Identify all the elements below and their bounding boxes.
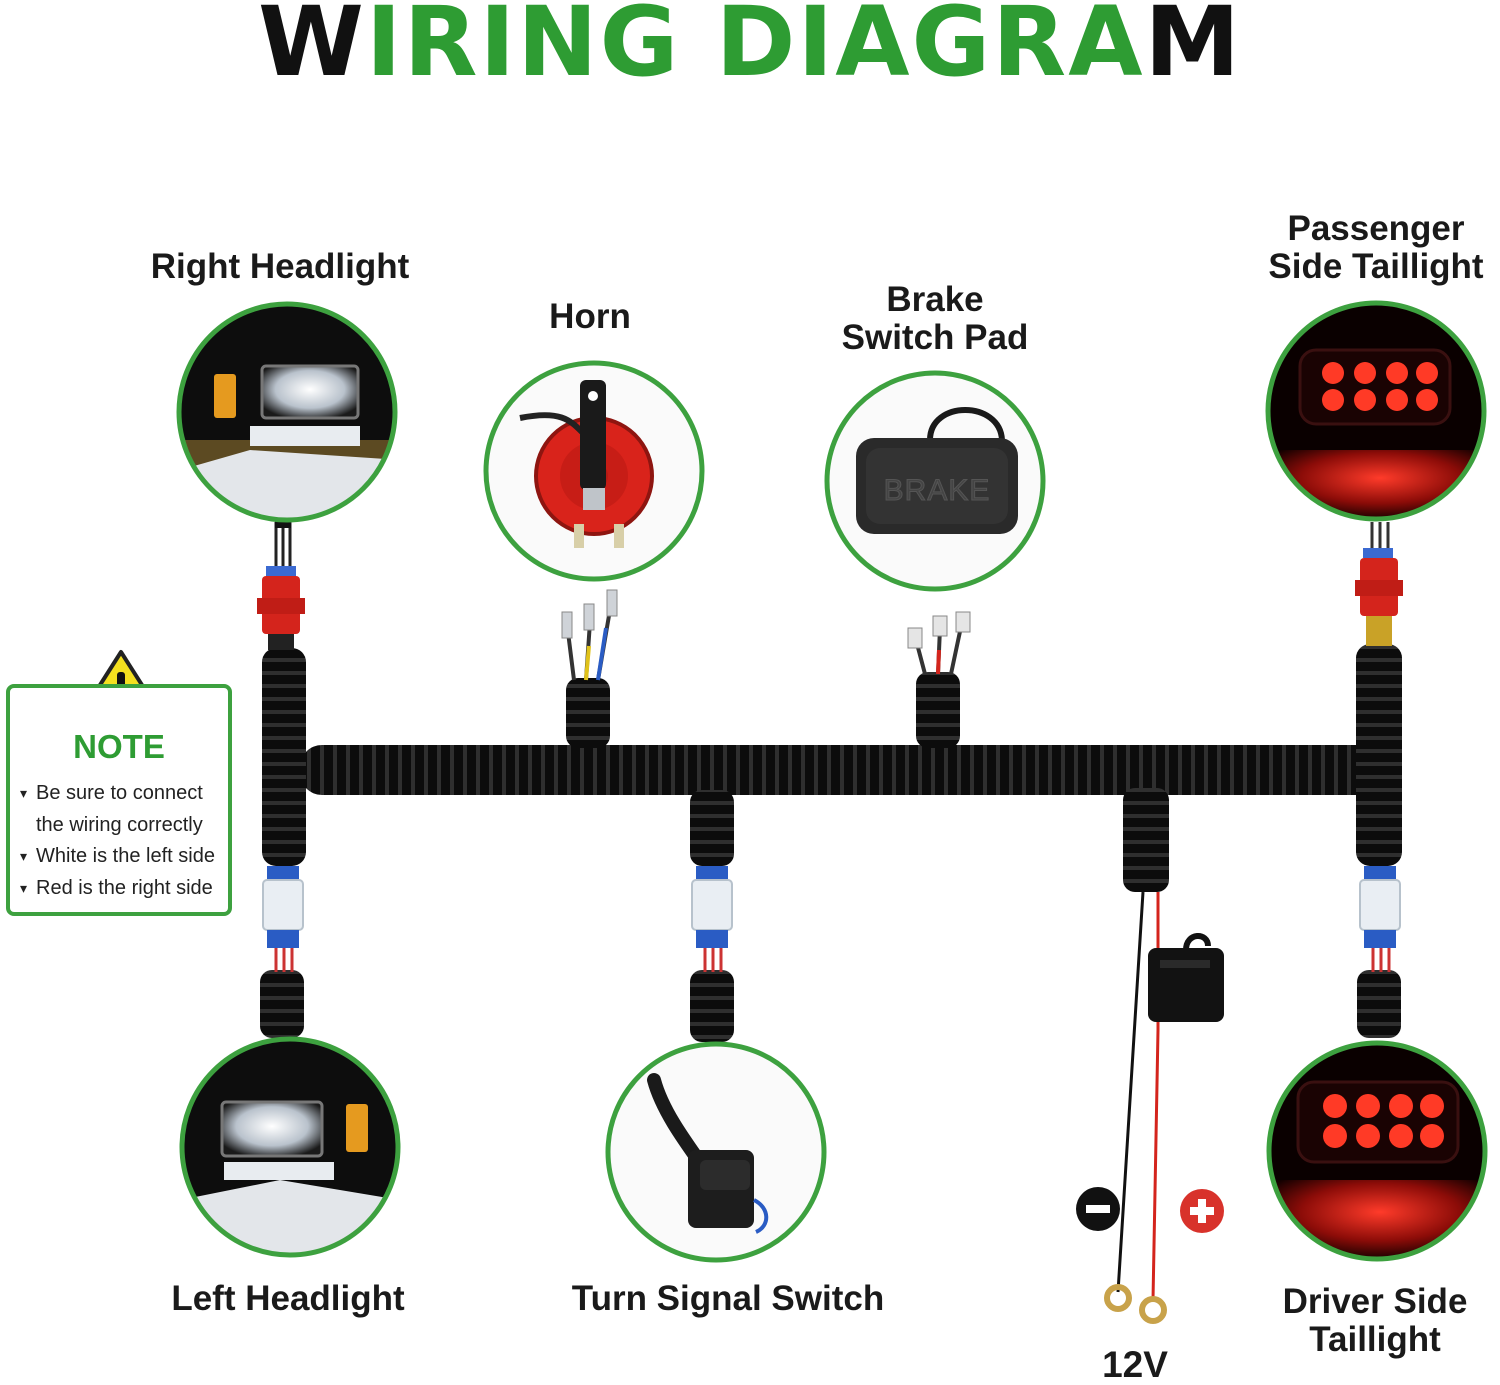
note-title: NOTE (73, 728, 165, 765)
red-connector-right-headlight (257, 518, 305, 650)
label-passenger-side-taillight: Passenger Side Taillight (1250, 210, 1500, 286)
note-item: Be sure to connect (20, 778, 215, 810)
label-driver-side-taillight: Driver Side Taillight (1244, 1283, 1500, 1359)
plus-terminal-icon (1180, 1189, 1224, 1233)
driver-taillight-image (1266, 1040, 1488, 1262)
brake-pad-text: BRAKE (884, 474, 991, 507)
harness-branch-horn (566, 678, 610, 748)
white-connector-left-headlight (262, 866, 304, 972)
label-passenger-line-2: Side Taillight (1268, 247, 1484, 286)
harness-branch-turn-signal-upper (690, 790, 734, 866)
label-brake-switch-pad: Brake Switch Pad (800, 281, 1070, 357)
harness-branch-left-headlight (260, 970, 304, 1038)
label-driver-line-1: Driver Side (1282, 1282, 1468, 1321)
page-title: WIRING DIAGRAM (0, 0, 1500, 90)
white-connector-turn-signal (691, 866, 733, 972)
label-12v: 12V (1102, 1344, 1168, 1385)
title-part-w: W (257, 0, 366, 98)
note-item: Red is the right side (20, 873, 215, 905)
right-headlight-image (176, 301, 398, 523)
harness-branch-brake (916, 672, 960, 748)
label-left-headlight: Left Headlight (171, 1279, 405, 1318)
brake-spade-terminals (907, 611, 971, 675)
harness-branch-driver-taillight (1357, 970, 1401, 1038)
passenger-taillight-image (1265, 300, 1487, 522)
left-headlight-image (179, 1036, 401, 1258)
note-item: the wiring correctly (36, 813, 203, 836)
title-part-main: IRING DIAGRA (365, 0, 1145, 98)
minus-terminal-icon (1076, 1187, 1120, 1231)
white-connector-driver-taillight (1359, 866, 1401, 972)
note-item: White is the left side (20, 841, 215, 873)
harness-branch-power (1123, 788, 1169, 892)
harness-branch-turn-signal-lower (690, 970, 734, 1042)
note-list: Be sure to connect the wiring correctly … (20, 778, 215, 904)
label-horn: Horn (549, 297, 631, 336)
harness-main-trunk (300, 745, 1380, 795)
turn-signal-switch-image (605, 1041, 827, 1263)
brake-switch-pad-image: BRAKE (824, 370, 1046, 592)
harness-branch-right-headlight (262, 648, 306, 866)
power-leads (1104, 891, 1224, 1324)
label-brake-line-2: Switch Pad (841, 318, 1029, 357)
title-part-m: M (1144, 0, 1243, 98)
label-brake-line-1: Brake (886, 280, 984, 319)
label-passenger-line-1: Passenger (1287, 209, 1465, 248)
label-right-headlight: Right Headlight (150, 247, 410, 286)
label-driver-line-2: Taillight (1309, 1320, 1441, 1359)
harness-branch-passenger-taillight (1356, 644, 1402, 866)
note-box: NOTE Be sure to connect the wiring corre… (6, 684, 232, 916)
red-connector-passenger-taillight (1355, 522, 1403, 646)
horn-spade-terminals (561, 589, 618, 681)
label-turn-signal-switch: Turn Signal Switch (571, 1279, 885, 1318)
horn-image (483, 360, 705, 582)
